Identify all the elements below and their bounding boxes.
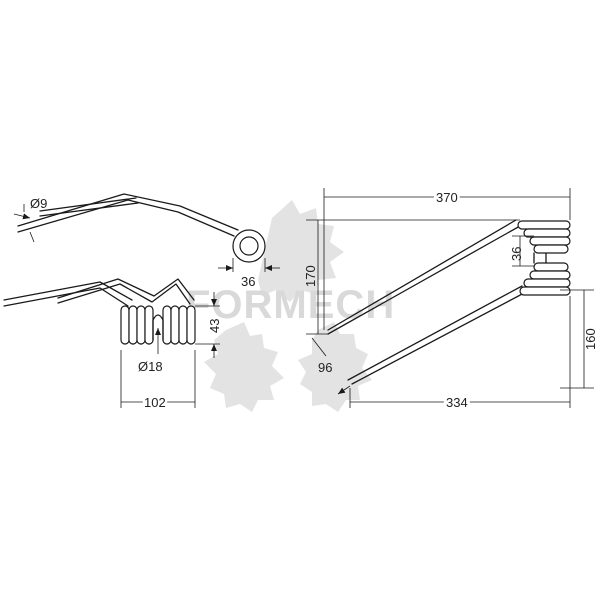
gear-upper-icon [258, 200, 344, 302]
tine-top-view [17, 193, 266, 263]
watermark-text: FORMECH [186, 283, 395, 327]
label-coil-width: 36 [241, 274, 255, 289]
dimension-wire-diameter: Ø9 [13, 196, 47, 243]
tine-front-view [327, 219, 571, 385]
dimension-coil-width: 36 [218, 258, 280, 289]
label-tine-height: 170 [303, 265, 318, 287]
tine-side-view [3, 278, 196, 345]
coil-spring-left [120, 305, 154, 345]
dimension-coil-gap: 36 [509, 235, 534, 267]
label-tine-length: 334 [446, 395, 468, 410]
dimension-lower-height: 160 [560, 289, 598, 389]
dimension-tine-height: 170 [303, 219, 520, 335]
gear-lower-icon [204, 322, 284, 412]
label-total-length: 370 [436, 190, 458, 205]
dimension-coil-inner-diameter: Ø18 [138, 328, 163, 374]
dimension-total-length: 370 [323, 188, 571, 330]
label-coil-gap: 36 [509, 247, 524, 261]
dimension-tine-offset: 96 [311, 337, 351, 395]
watermark-logo: FORMECH [186, 200, 395, 412]
label-tine-offset: 96 [318, 360, 332, 375]
dimension-coil-length: 102 [120, 350, 196, 413]
label-coil-inner-diameter: Ø18 [138, 359, 163, 374]
coil-spring-upper [517, 220, 571, 254]
coil-spring-lower [519, 262, 571, 296]
gear-right-icon [298, 322, 372, 412]
label-lower-height: 160 [583, 328, 598, 350]
label-coil-height: 43 [207, 319, 222, 333]
dimension-coil-height: 43 [195, 292, 222, 358]
label-wire-diameter: Ø9 [30, 196, 47, 211]
coil-spring-right [162, 305, 196, 345]
dimension-tine-length: 334 [349, 296, 571, 413]
label-coil-length: 102 [144, 395, 166, 410]
